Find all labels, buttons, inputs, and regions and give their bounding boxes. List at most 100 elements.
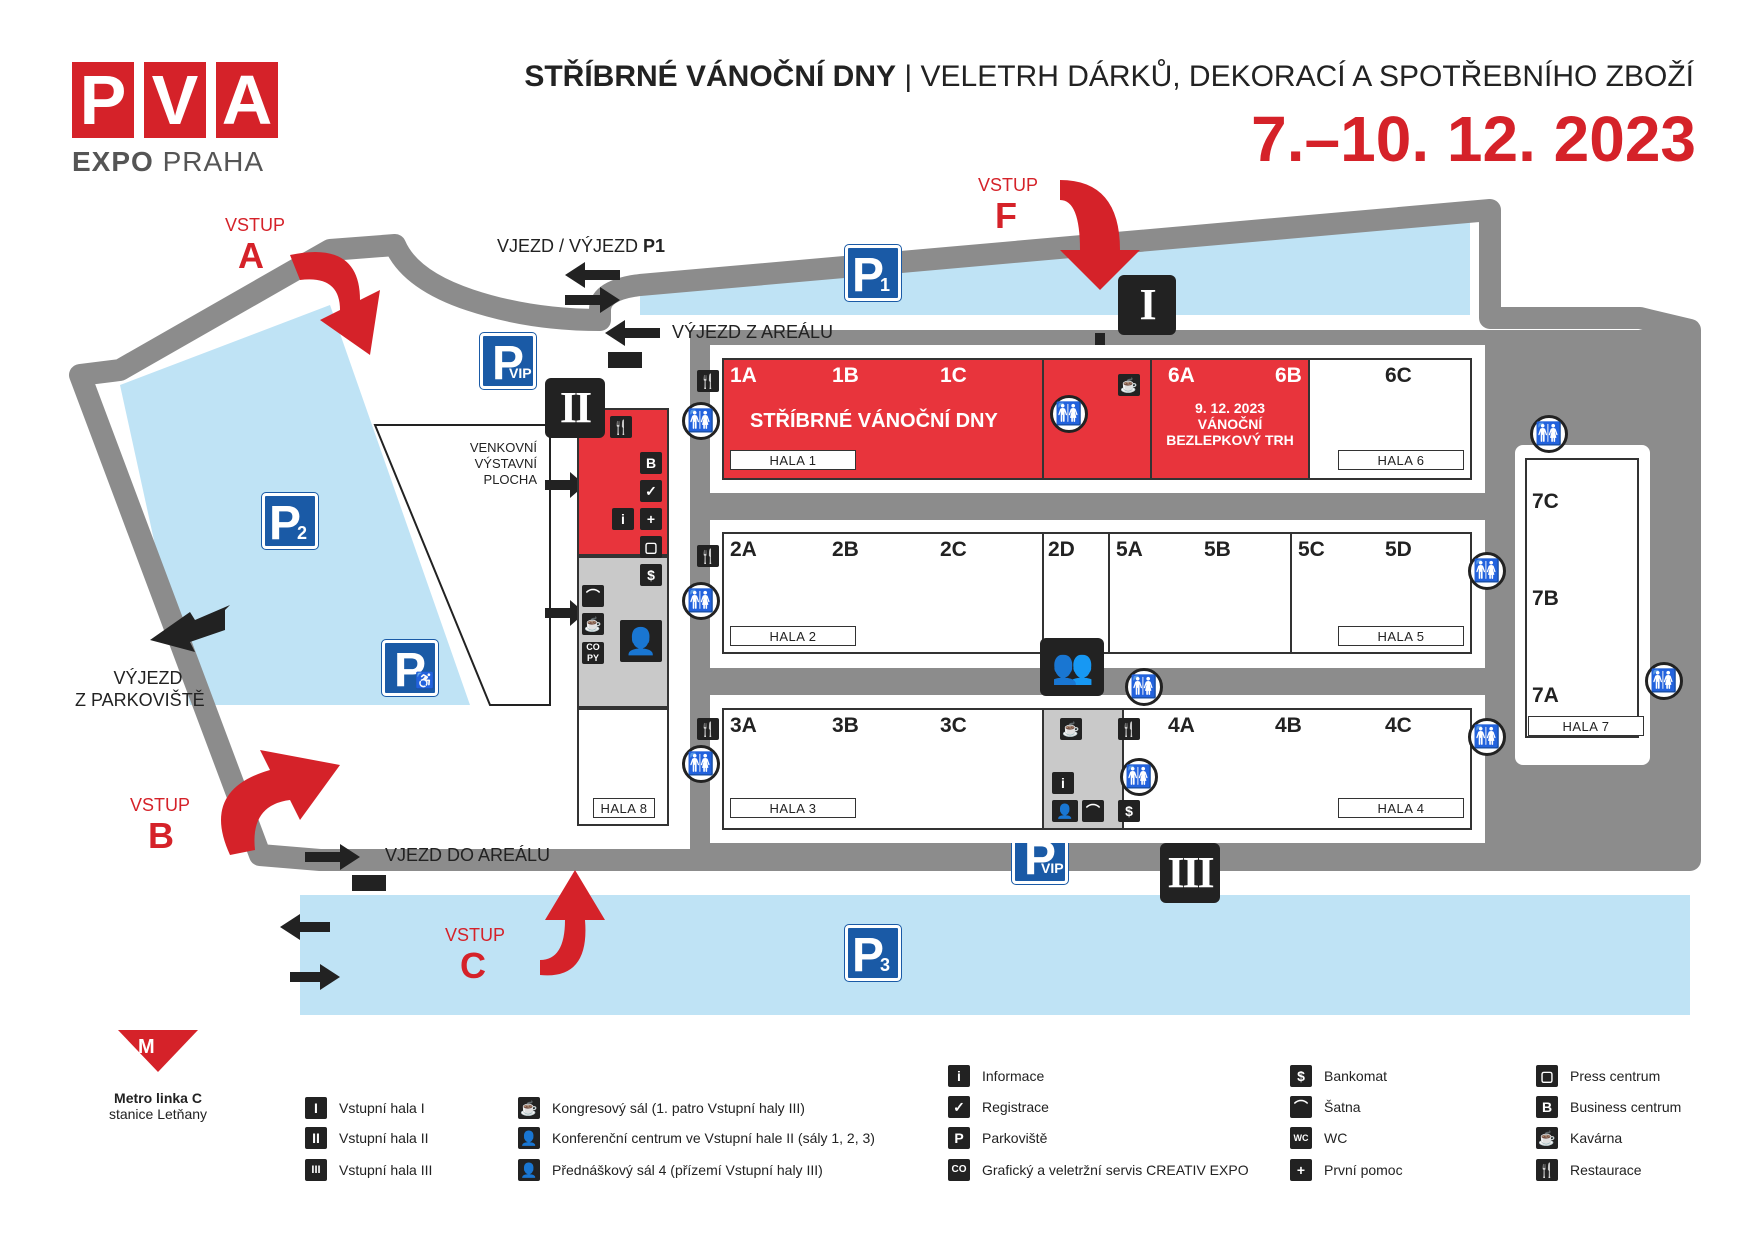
legend-text: Přednáškový sál 4 (přízemí Vstupní haly … <box>552 1162 823 1178</box>
information-icon: i <box>612 508 634 530</box>
legend-text: První pomoc <box>1324 1162 1403 1178</box>
congress-people-icon: 👥 <box>1051 649 1094 686</box>
legend-text: Parkoviště <box>982 1130 1048 1146</box>
entrance-hall-iii-icon: III <box>305 1159 327 1181</box>
wc-icon: 🚻 <box>1050 395 1088 433</box>
hall-7-label: HALA 7 <box>1528 716 1644 736</box>
lecture-hall-icon: 👤 <box>1052 800 1078 822</box>
p1-in-arrow <box>565 287 620 313</box>
legend-text: Vstupní hala I <box>339 1100 425 1116</box>
outdoor-arrow-1 <box>545 472 585 498</box>
zone-5d: 5D <box>1385 538 1412 561</box>
zone-5b: 5B <box>1204 538 1231 561</box>
logo-subtitle: EXPO PRAHA <box>72 146 264 178</box>
cloakroom-icon: ⌒ <box>582 585 604 607</box>
perimeter-road <box>69 199 1701 871</box>
wc-icon: 🚻 <box>682 582 720 620</box>
outdoor-text-2: VÝSTAVNÍ <box>474 456 537 471</box>
zone-3b: 3B <box>832 714 859 737</box>
legend-text: Press centrum <box>1570 1068 1661 1084</box>
parking-p3-sign: P3 <box>844 924 902 982</box>
zone-3a: 3A <box>730 714 757 737</box>
business-centre-icon: B <box>1536 1096 1558 1118</box>
information-icon: i <box>948 1065 970 1087</box>
vip1-letter: P <box>491 337 524 390</box>
hall-1-label: HALA 1 <box>730 450 856 470</box>
p1-number: 1 <box>880 275 891 295</box>
business-centre-icon: B <box>640 452 662 474</box>
enter-area-arrow <box>305 844 360 870</box>
exit-parking-label-1: VÝJEZD <box>113 668 183 688</box>
legend-text: Šatna <box>1324 1099 1361 1115</box>
restaurant-icon: 🍴 <box>1118 718 1140 740</box>
logo-letter-p: P <box>72 62 134 138</box>
metro-station: stanice Letňany <box>108 1106 208 1122</box>
logo-expo: EXPO <box>72 146 154 177</box>
gf-date: 9. 12. 2023 <box>1194 400 1266 416</box>
wc-icon: 🚻 <box>682 745 720 783</box>
entrance-c-letter: C <box>460 945 486 986</box>
entrance-f-label: VSTUP <box>978 175 1039 195</box>
legend-text: Restaurace <box>1570 1162 1642 1178</box>
zone-2b: 2B <box>832 538 859 561</box>
cafe-icon: ☕ <box>1118 374 1140 396</box>
gf-line2: VÁNOČNÍ <box>1197 416 1263 432</box>
congress-hall-icon: ☕ <box>582 613 604 635</box>
hall-5-label: HALA 5 <box>1338 626 1464 646</box>
p3-in-arrow <box>290 964 340 990</box>
legend-text: Kongresový sál (1. patro Vstupní haly II… <box>552 1100 805 1116</box>
registration-icon: ✓ <box>948 1096 970 1118</box>
zone-6c: 6C <box>1385 364 1412 387</box>
metro-line: Metro linka C <box>114 1090 202 1106</box>
outdoor-text-3: PLOCHA <box>483 472 537 487</box>
atm-icon: $ <box>1290 1065 1312 1087</box>
wc-icon: 🚻 <box>1468 552 1506 590</box>
conference-centre-icon: 👤 <box>620 620 662 662</box>
exit-parking-label-2: Z PARKOVIŠTĚ <box>75 690 205 710</box>
zone-1a: 1A <box>730 364 757 387</box>
zone-6b: 6B <box>1275 364 1302 387</box>
p2-number: 2 <box>297 523 308 543</box>
hall-4-label: HALA 4 <box>1338 798 1464 818</box>
entrance-hall-i-icon: I <box>305 1097 327 1119</box>
zone-1c: 1C <box>940 364 967 387</box>
congress-hall-icon: ☕ <box>518 1097 540 1119</box>
wc-icon: WC <box>1290 1127 1312 1149</box>
zone-7b: 7B <box>1532 587 1559 610</box>
first-aid-icon: + <box>1290 1159 1312 1181</box>
hall-2-label: HALA 2 <box>730 626 856 646</box>
zone-4c: 4C <box>1385 714 1412 737</box>
atm-icon: $ <box>1118 800 1140 822</box>
event-name-in-hall: STŘÍBRNÉ VÁNOČNÍ DNY <box>750 410 998 432</box>
gate-marker <box>608 352 642 368</box>
hall-3 <box>722 708 1044 830</box>
legend-text: Vstupní hala III <box>339 1162 433 1178</box>
p1-road-bold: P1 <box>643 236 666 256</box>
exit-parking-arrow <box>150 605 230 652</box>
legend-text: Informace <box>982 1068 1045 1084</box>
first-aid-icon: + <box>640 508 662 530</box>
exit-area-arrow <box>605 320 660 346</box>
wc-icon: 🚻 <box>1120 758 1158 796</box>
page-title: STŘÍBRNÉ VÁNOČNÍ DNY | VELETRH DÁRKŮ, DE… <box>524 60 1694 94</box>
title-separator: | <box>904 60 913 93</box>
press-centre-icon: ▢ <box>1536 1065 1558 1087</box>
metro-logo <box>118 1030 198 1072</box>
zone-7c: 7C <box>1532 490 1559 513</box>
p3-letter: P <box>851 929 884 982</box>
wc-icon: 🚻 <box>1530 415 1568 453</box>
disabled-p-letter: P <box>393 644 426 697</box>
cloakroom-icon: ⌒ <box>1082 800 1104 822</box>
hall-7 <box>1525 458 1639 738</box>
conference-centre-icon: 👤 <box>518 1127 540 1149</box>
information-icon: i <box>1052 772 1074 794</box>
entrance-f-letter: F <box>995 195 1017 236</box>
outdoor-exhibition-area <box>373 424 551 706</box>
hall-6-label: HALA 6 <box>1338 450 1464 470</box>
vip2-text: VIP <box>1041 860 1064 876</box>
wc-icon: 🚻 <box>1645 662 1683 700</box>
